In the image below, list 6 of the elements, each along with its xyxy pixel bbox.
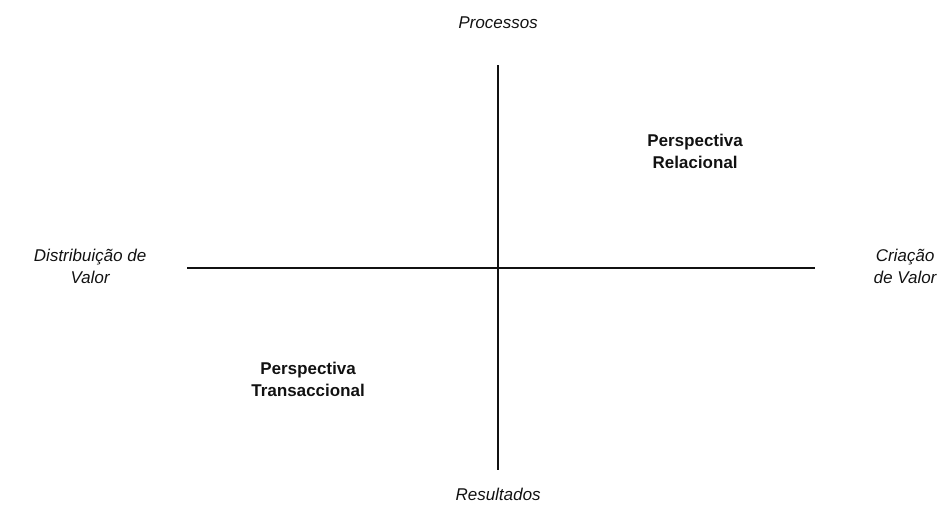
axis-label: Processos [457,12,539,34]
quadrant-label: Perspectiva Relacional [646,130,744,174]
axis-label: Criação de Valor [872,245,938,289]
axis-label: Distribuição de Valor [32,245,148,289]
axis-label: Resultados [454,484,542,506]
quadrant-label: Perspectiva Transaccional [250,358,366,402]
